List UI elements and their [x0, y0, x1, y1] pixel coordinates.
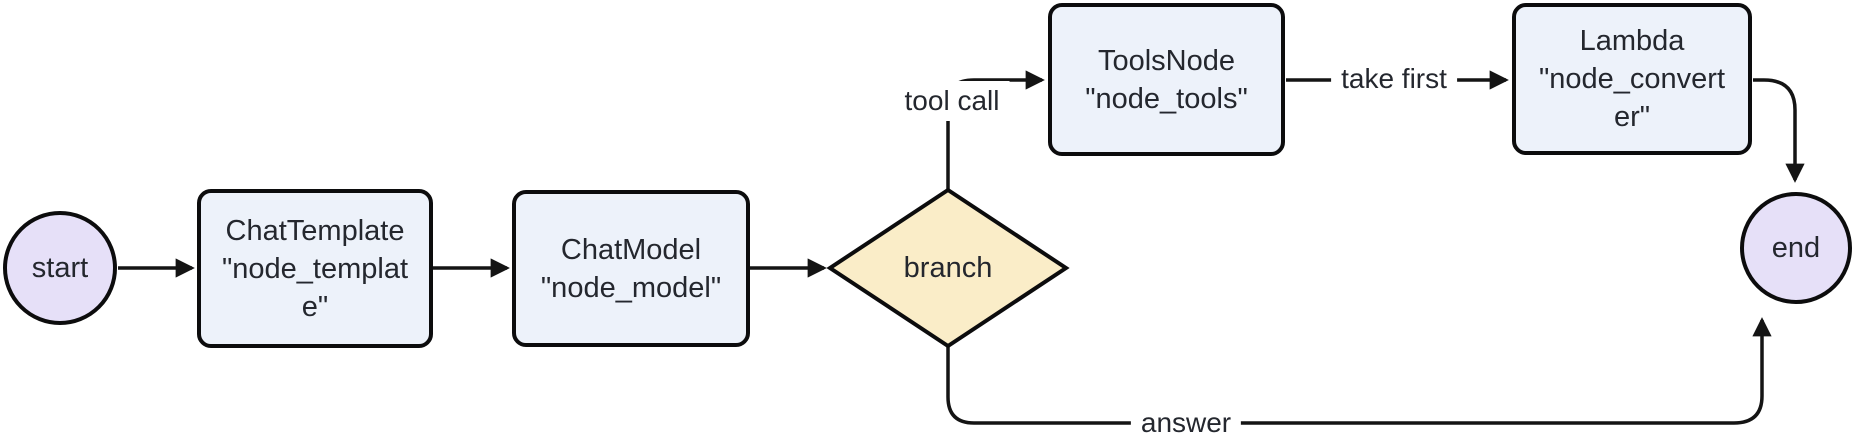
edge-label-tool-call: tool call: [894, 81, 1010, 121]
edge-branch-to-end: [946, 317, 1772, 425]
node-label-line: Lambda: [1579, 25, 1685, 57]
node-label-line: er": [1613, 101, 1651, 133]
node-label-line: ChatTemplate: [225, 214, 405, 247]
node-label-line: ToolsNode: [1097, 44, 1236, 77]
start-node-label: start: [31, 251, 89, 284]
node-label-line: "node_model": [540, 271, 722, 304]
end-node: end: [1740, 192, 1852, 304]
node-label-line: "node_templat: [221, 252, 409, 285]
end-node-label: end: [1771, 231, 1821, 264]
start-node: start: [3, 211, 117, 325]
chat-template-node: ChatTemplate "node_templat e": [197, 189, 433, 348]
edge-label-take-first: take first: [1331, 59, 1457, 99]
edge-converter-to-end: [1753, 78, 1805, 183]
node-label-line: e": [301, 290, 329, 323]
edge-label-answer: answer: [1130, 403, 1242, 440]
branch-diamond: [826, 187, 1070, 349]
converter-node: Lambda "node_convert er": [1512, 3, 1752, 155]
node-label-line: "node_tools": [1085, 82, 1248, 115]
chat-model-node: ChatModel "node_model": [512, 190, 750, 347]
node-label-line: "node_convert: [1538, 63, 1726, 95]
tools-node: ToolsNode "node_tools": [1048, 3, 1285, 156]
node-label-line: ChatModel: [560, 233, 702, 266]
